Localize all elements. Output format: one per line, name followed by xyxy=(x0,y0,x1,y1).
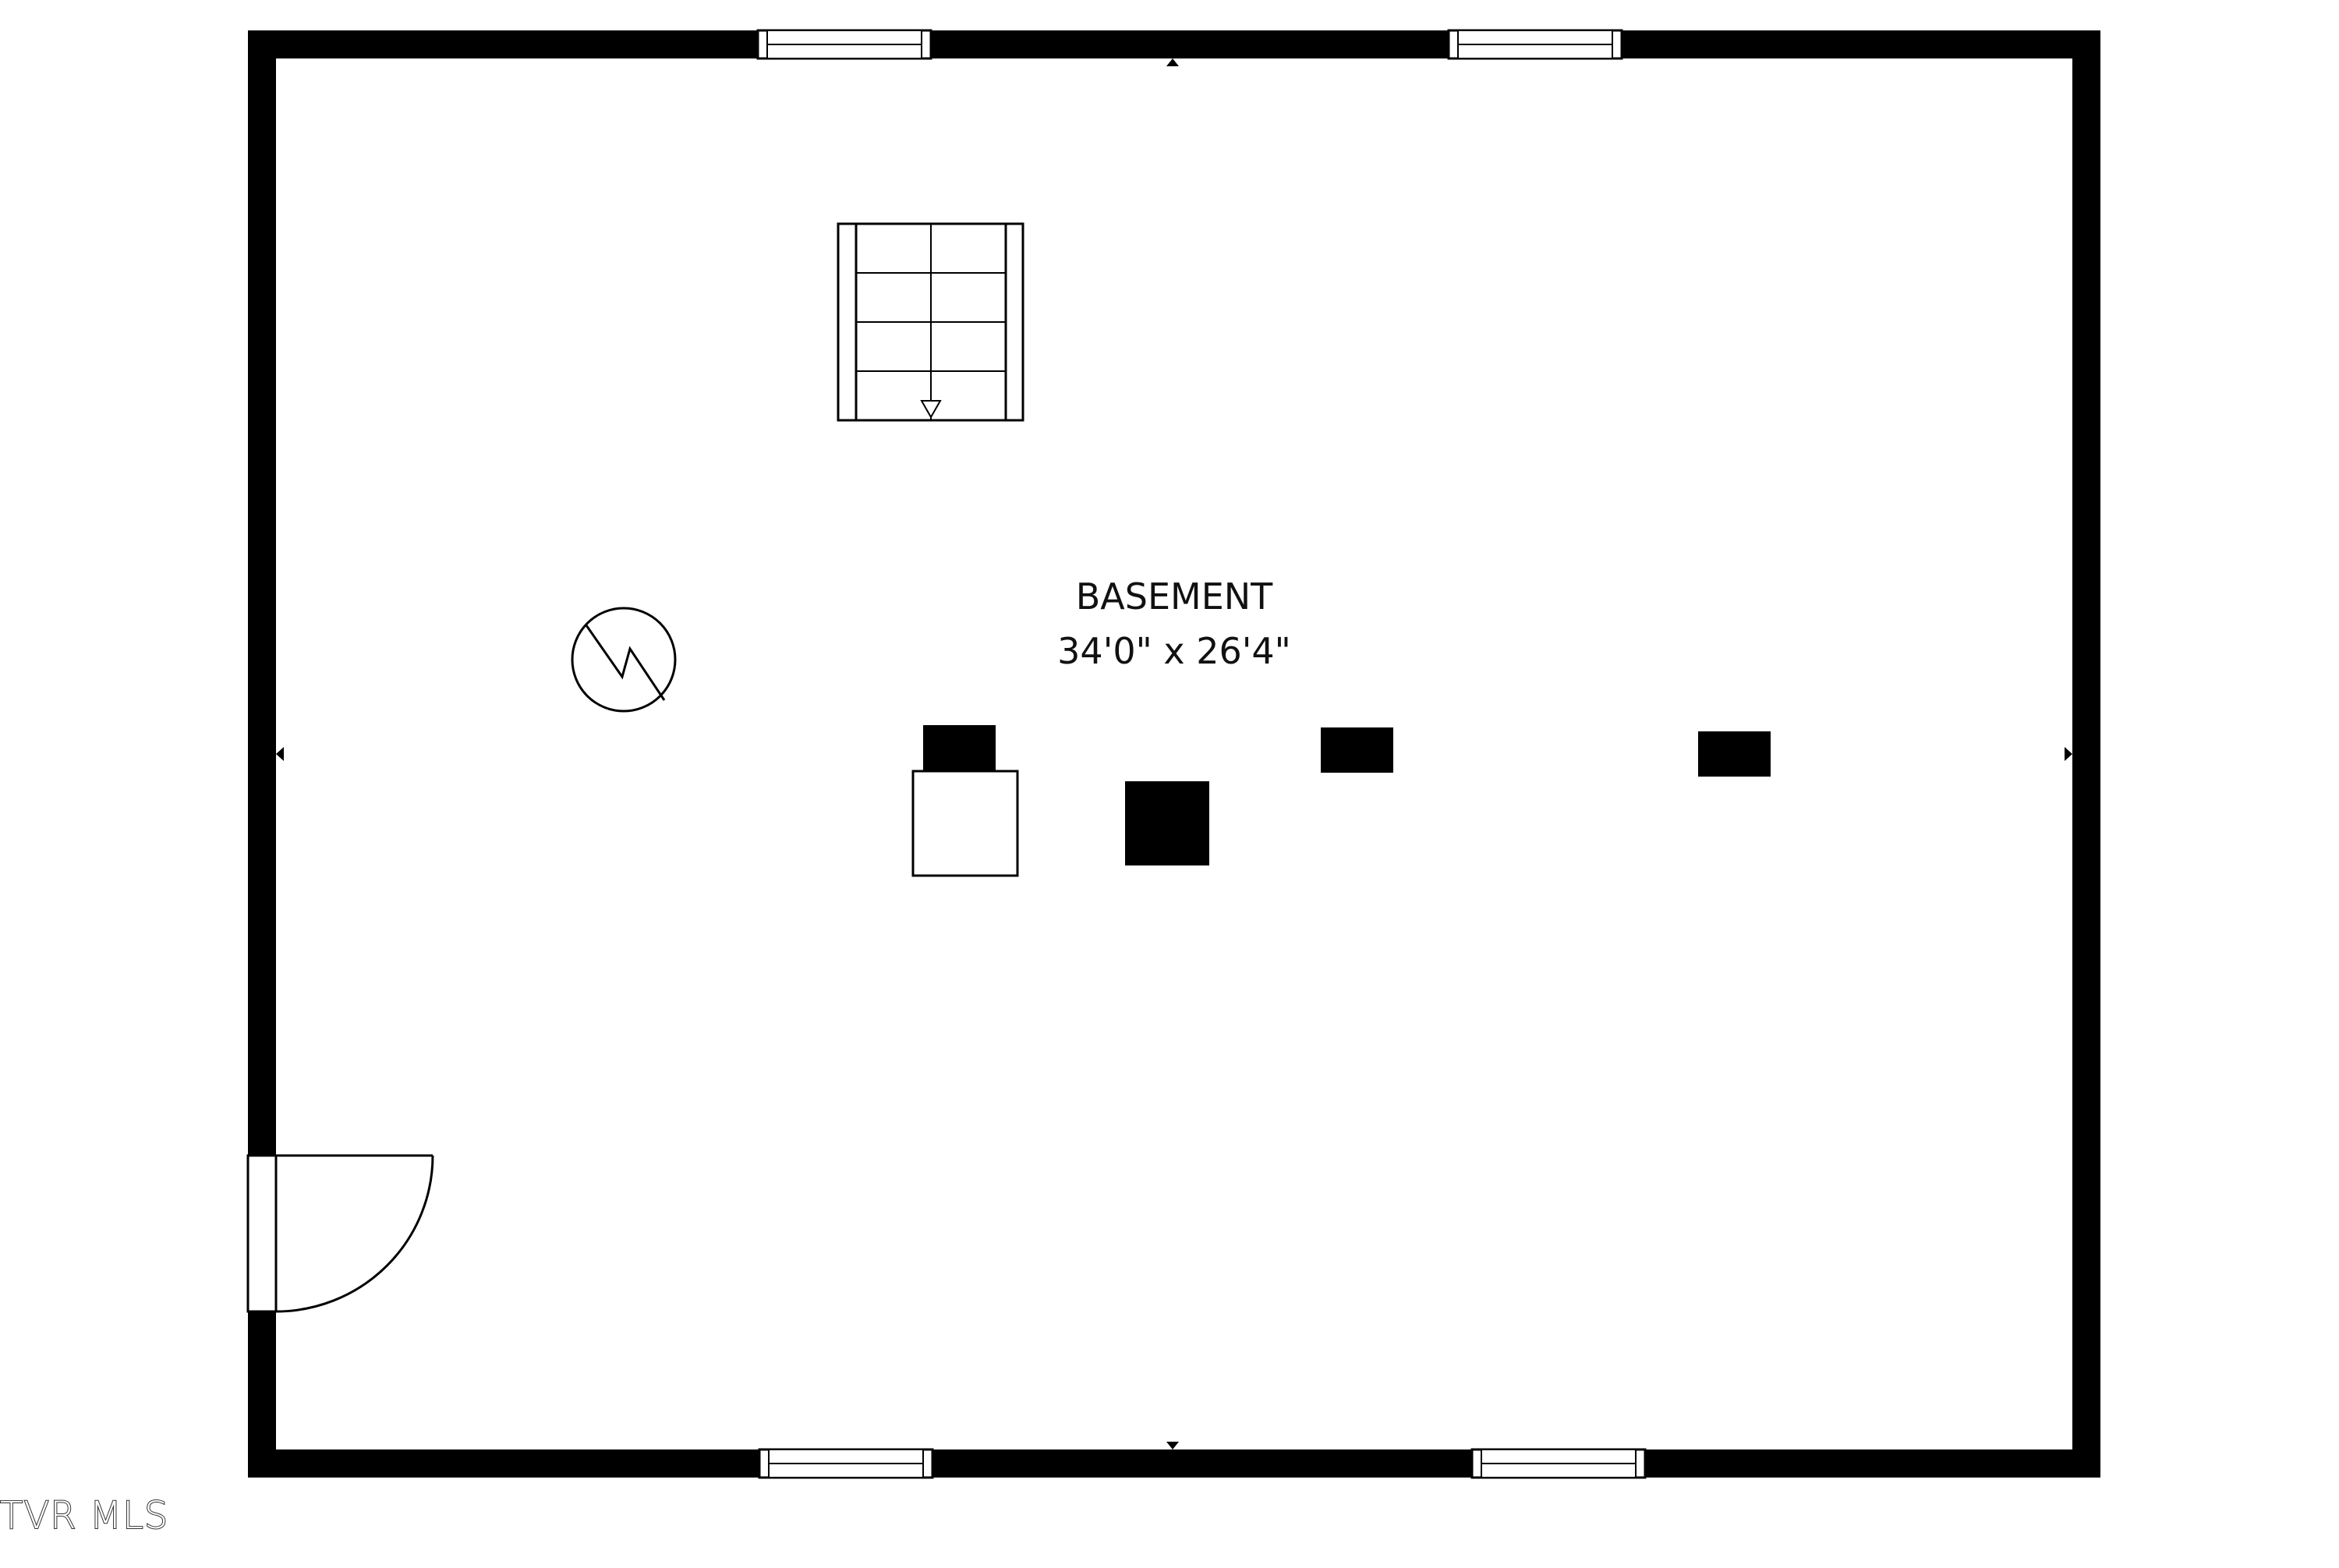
room-name: BASEMENT xyxy=(1076,575,1273,618)
marker-right-icon xyxy=(2065,747,2072,761)
door-swing-icon xyxy=(246,1154,434,1313)
wall-right xyxy=(2072,30,2100,1478)
fixtures xyxy=(911,725,1771,877)
marker-bottom-icon xyxy=(1166,1442,1179,1449)
fixture-small-block-1 xyxy=(923,725,996,770)
fixture-small-block-2 xyxy=(1321,727,1393,773)
wall-bottom xyxy=(248,1449,2100,1478)
water-heater-icon xyxy=(571,607,677,713)
wall-top xyxy=(248,30,2100,58)
exterior-walls xyxy=(248,30,2100,1478)
dimension-markers xyxy=(276,58,2072,1449)
marker-left-icon xyxy=(276,747,284,761)
window-top-right xyxy=(1447,29,1623,60)
staircase-icon xyxy=(837,222,1024,422)
fixture-small-block-3 xyxy=(1698,731,1771,777)
fixture-square-block xyxy=(1125,781,1209,865)
window-top-left xyxy=(756,29,932,60)
marker-top-icon xyxy=(1166,58,1179,66)
window-bottom-right xyxy=(1470,1448,1647,1479)
fixture-box xyxy=(911,770,1019,877)
room-dimensions: 34'0" x 26'4" xyxy=(1057,630,1291,672)
watermark-text: TVR MLS xyxy=(0,1494,168,1538)
window-bottom-left xyxy=(758,1448,934,1479)
